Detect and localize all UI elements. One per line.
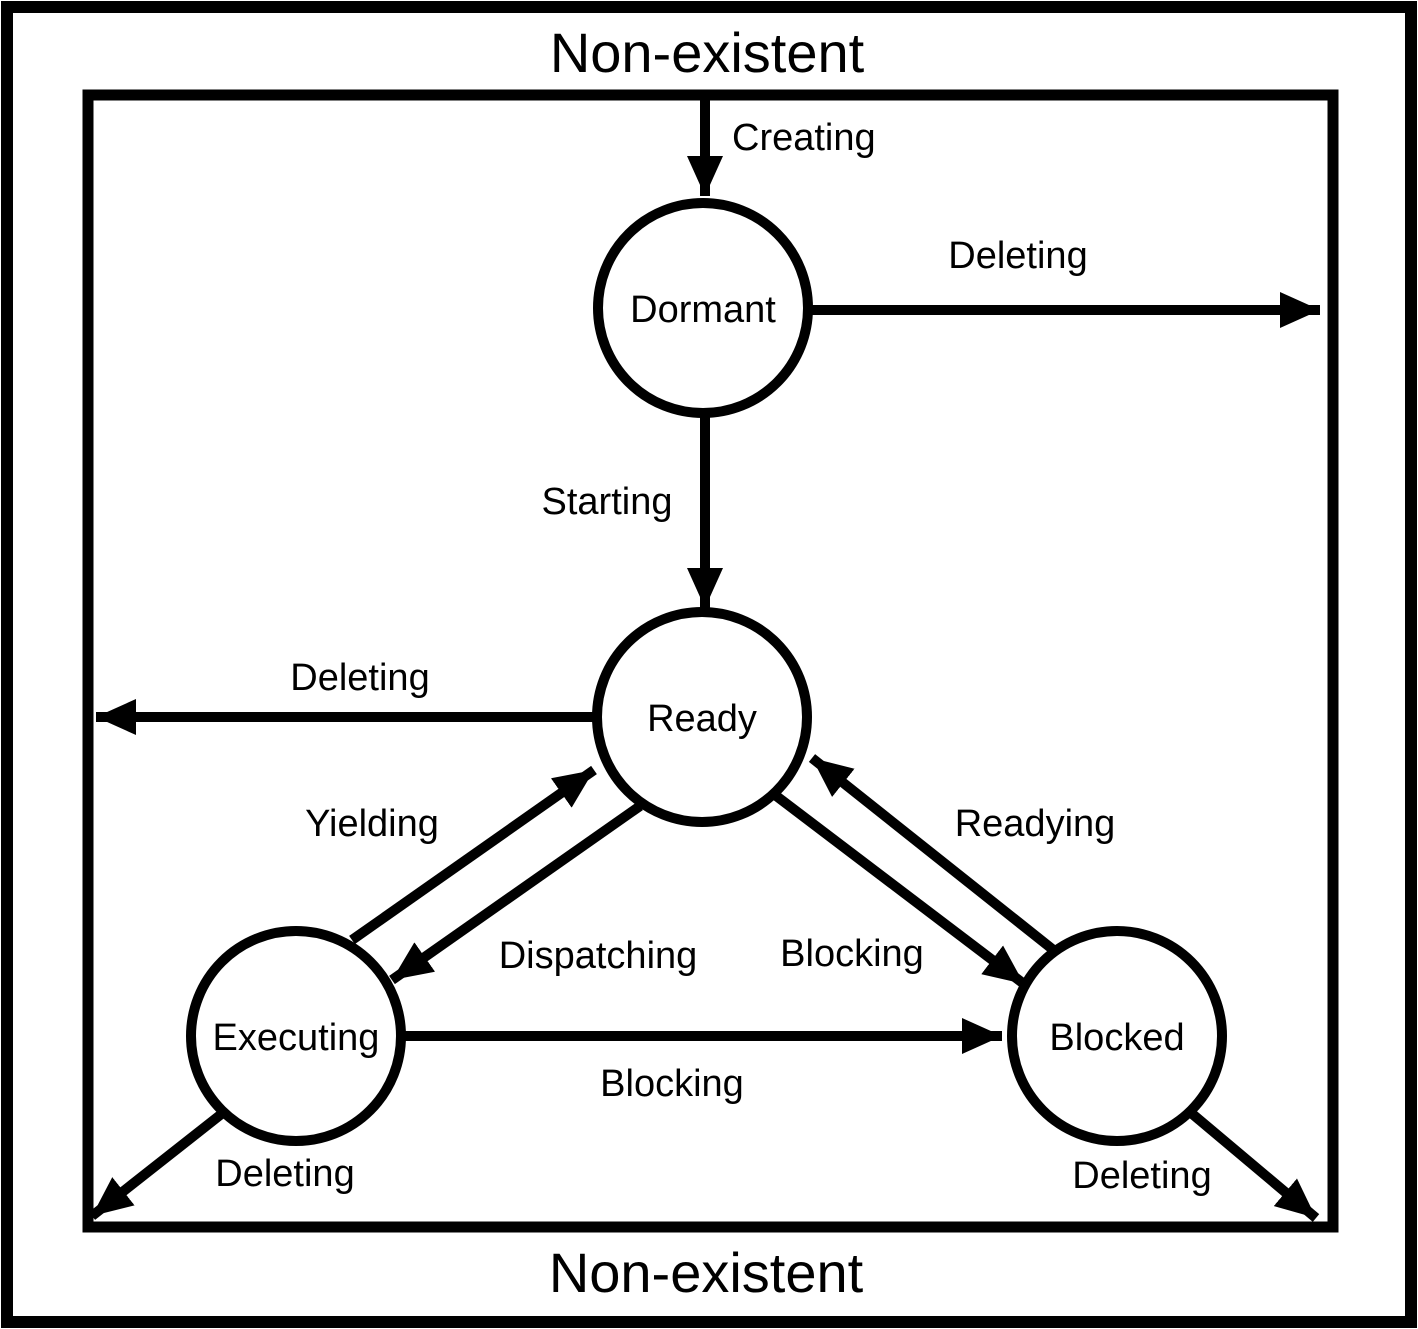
transition-label-starting: Starting bbox=[542, 481, 673, 523]
transition-label-blocking-lower: Blocking bbox=[600, 1063, 744, 1105]
state-label-ready: Ready bbox=[647, 698, 757, 740]
state-label-dormant: Dormant bbox=[630, 289, 776, 331]
state-label-blocked: Blocked bbox=[1049, 1017, 1184, 1059]
non-existent-label-top: Non-existent bbox=[550, 21, 865, 84]
transition-arrow-blocking-ready-to-blocked bbox=[771, 791, 1028, 988]
transition-label-blocking-upper: Blocking bbox=[780, 933, 924, 975]
transition-arrow-yielding bbox=[349, 765, 597, 945]
state-circle-dormant bbox=[593, 198, 813, 418]
transition-label-creating: Creating bbox=[732, 117, 876, 159]
transition-arrow-dispatching bbox=[389, 801, 643, 985]
transition-label-deleting-dormant: Deleting bbox=[948, 235, 1087, 277]
transition-label-dispatching: Dispatching bbox=[499, 935, 698, 977]
transition-label-deleting-ready: Deleting bbox=[290, 657, 429, 699]
inner-boundary bbox=[82, 89, 1339, 1233]
transition-arrow-deleting-executing bbox=[88, 1108, 228, 1220]
state-circle-blocked bbox=[1007, 926, 1227, 1146]
state-label-executing: Executing bbox=[213, 1017, 380, 1059]
non-existent-label-bottom: Non-existent bbox=[549, 1241, 864, 1304]
transition-arrow-deleting-blocked bbox=[1186, 1108, 1320, 1222]
transition-label-deleting-executing: Deleting bbox=[215, 1153, 354, 1195]
transition-label-deleting-blocked: Deleting bbox=[1072, 1155, 1211, 1197]
transition-arrow-readying bbox=[808, 754, 1060, 956]
transition-label-yielding: Yielding bbox=[305, 803, 439, 845]
state-circle-executing bbox=[186, 926, 406, 1146]
transition-label-readying: Readying bbox=[955, 803, 1116, 845]
state-circle-ready bbox=[592, 607, 812, 827]
